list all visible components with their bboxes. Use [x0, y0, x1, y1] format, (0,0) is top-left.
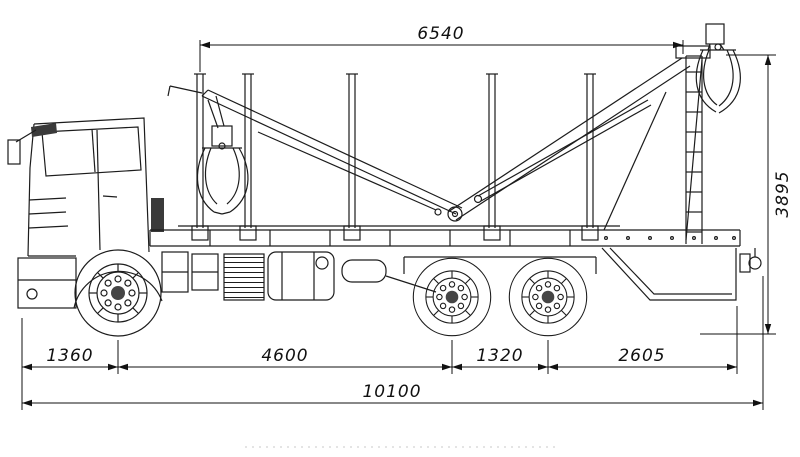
exhaust-stack [151, 198, 164, 232]
boom-support [603, 91, 667, 231]
air-tank [341, 259, 387, 283]
front-wheel [74, 249, 162, 337]
cab [7, 117, 189, 309]
lift-cylinder [477, 99, 649, 197]
middle-wheel [412, 257, 492, 337]
truck-body [7, 23, 762, 337]
dim-label-overall-length: 10100 [362, 382, 422, 402]
fog-lamp [26, 288, 38, 300]
sun-visor [31, 123, 57, 137]
driveshaft [385, 275, 437, 293]
stake [343, 73, 361, 241]
front-bumper [17, 257, 77, 309]
crane-mast [675, 45, 711, 244]
rotator [705, 23, 725, 45]
wheels [74, 249, 588, 337]
dim-label-front-overhang: 1360 [46, 346, 94, 366]
dimension-lines [21, 40, 776, 448]
dim-label-top-span: 6540 [417, 24, 465, 44]
dim-label-rear-overhang: 2605 [618, 346, 666, 366]
underframe-equipment [191, 251, 437, 301]
grapple-front [196, 95, 249, 215]
grapple-stowed [695, 23, 741, 114]
battery-box [223, 253, 265, 301]
fuel-tank [267, 251, 335, 301]
dim-label-wheelbase: 4600 [261, 346, 309, 366]
chassis-frame [149, 225, 741, 247]
loader-crane [167, 23, 741, 244]
fuel-cap [315, 256, 329, 270]
stake [191, 73, 209, 241]
rear-wheel [508, 257, 588, 337]
rear-assembly [403, 247, 762, 301]
log-stakes [191, 73, 599, 241]
stake [239, 73, 257, 241]
stake [581, 73, 599, 241]
mirror [7, 139, 21, 165]
boom-cylinder [257, 131, 437, 211]
rear-skid [601, 247, 737, 301]
rotator [211, 125, 233, 147]
dim-label-overall-height: 3895 [773, 170, 793, 218]
tow-hitch [739, 253, 751, 273]
dim-label-bogie-spacing: 1320 [476, 346, 524, 366]
stake [483, 73, 501, 241]
